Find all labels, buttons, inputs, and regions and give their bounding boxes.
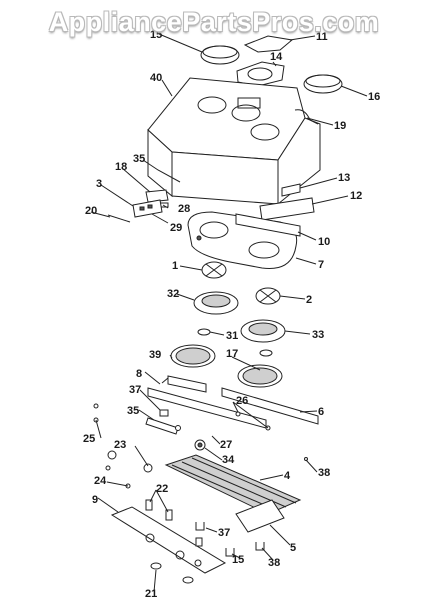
callout-5: 5 (290, 542, 296, 554)
part-motor-2 (255, 287, 281, 305)
part-side-panel-6 (221, 387, 319, 425)
part-feet-21 (150, 562, 194, 584)
part-filter-frame-5 (235, 499, 285, 533)
callout-labels: 15 11 14 16 40 19 35 13 18 12 3 28 29 20… (83, 29, 380, 600)
callout-20: 20 (85, 205, 97, 217)
part-lens-24 (105, 465, 131, 489)
callout-15-bottom: 15 (232, 554, 244, 566)
callout-12: 12 (350, 190, 362, 202)
part-side-panel-8 (147, 387, 267, 429)
callout-30: 31 (226, 330, 238, 342)
part-filter-16 (303, 74, 343, 94)
callout-19: 19 (334, 120, 346, 132)
part-clip-36 (159, 409, 169, 417)
callout-39: 39 (149, 349, 161, 361)
callout-9: 9 (92, 494, 98, 506)
callout-14: 14 (270, 51, 283, 63)
callout-24: 24 (94, 475, 107, 487)
callout-37-upper: 37 (218, 527, 230, 539)
callout-23: 23 (114, 439, 126, 451)
part-switch-housing-29 (132, 199, 163, 218)
part-motor-1 (201, 261, 227, 279)
part-panel-12 (259, 197, 315, 221)
part-strip-39 (167, 375, 207, 393)
callout-4: 4 (284, 470, 291, 482)
part-screw-27 (175, 425, 181, 431)
callout-8: 8 (136, 368, 142, 380)
callout-25: 25 (83, 433, 95, 445)
part-screw-25 (93, 403, 99, 423)
site-watermark: AppliancePartsPros.com (48, 7, 380, 37)
callout-6: 6 (318, 406, 324, 418)
callout-13: 13 (338, 172, 350, 184)
part-knob-20 (107, 214, 131, 223)
callout-21: 21 (145, 588, 157, 600)
part-knob-23 (107, 450, 153, 473)
callout-27: 27 (220, 439, 232, 451)
callout-22: 22 (156, 483, 168, 495)
part-mesh-filter-4 (164, 454, 302, 515)
callout-7: 7 (318, 259, 324, 271)
callout-11: 11 (316, 31, 328, 43)
part-blower-wheel-32 (240, 319, 286, 343)
callout-26: 26 (236, 395, 248, 407)
callout-16: 16 (368, 91, 380, 103)
callout-34: 35 (127, 405, 139, 417)
part-panel-13 (281, 183, 301, 197)
callout-18: 18 (115, 161, 127, 173)
part-control-plate-18 (145, 189, 169, 203)
part-blower-wheel-31 (193, 291, 239, 315)
part-bottom-panel-9 (110, 506, 227, 574)
part-plate-10 (235, 213, 301, 237)
part-plate-14 (236, 61, 285, 87)
callout-36: 37 (129, 384, 141, 396)
callout-40: 40 (150, 72, 162, 84)
callout-35: 35 (133, 153, 145, 165)
part-lamp-33 (194, 439, 206, 451)
part-bracket-34 (145, 417, 179, 435)
callout-2: 2 (306, 294, 312, 306)
callout-32: 33 (312, 329, 324, 341)
callout-37-lower: 38 (268, 557, 280, 569)
callout-17: 17 (226, 348, 238, 360)
part-bulb-15 (195, 537, 203, 547)
leader-lines (90, 33, 368, 593)
part-hood-body-40 (147, 77, 321, 206)
callout-10: 10 (318, 236, 330, 248)
part-grease-filter-17 (170, 344, 283, 388)
callout-3: 3 (96, 178, 102, 190)
callout-15-top: 15 (150, 29, 162, 41)
part-bracket-11 (243, 35, 294, 53)
callout-1: 1 (172, 260, 178, 272)
callout-29: 29 (170, 222, 182, 234)
part-filter-15 (200, 45, 240, 65)
part-clip-37 (195, 522, 265, 557)
callout-38: 38 (318, 467, 330, 479)
part-switch-22 (145, 499, 173, 521)
callout-31: 32 (167, 288, 179, 300)
callout-28: 28 (178, 203, 190, 215)
callout-33: 34 (222, 454, 235, 466)
